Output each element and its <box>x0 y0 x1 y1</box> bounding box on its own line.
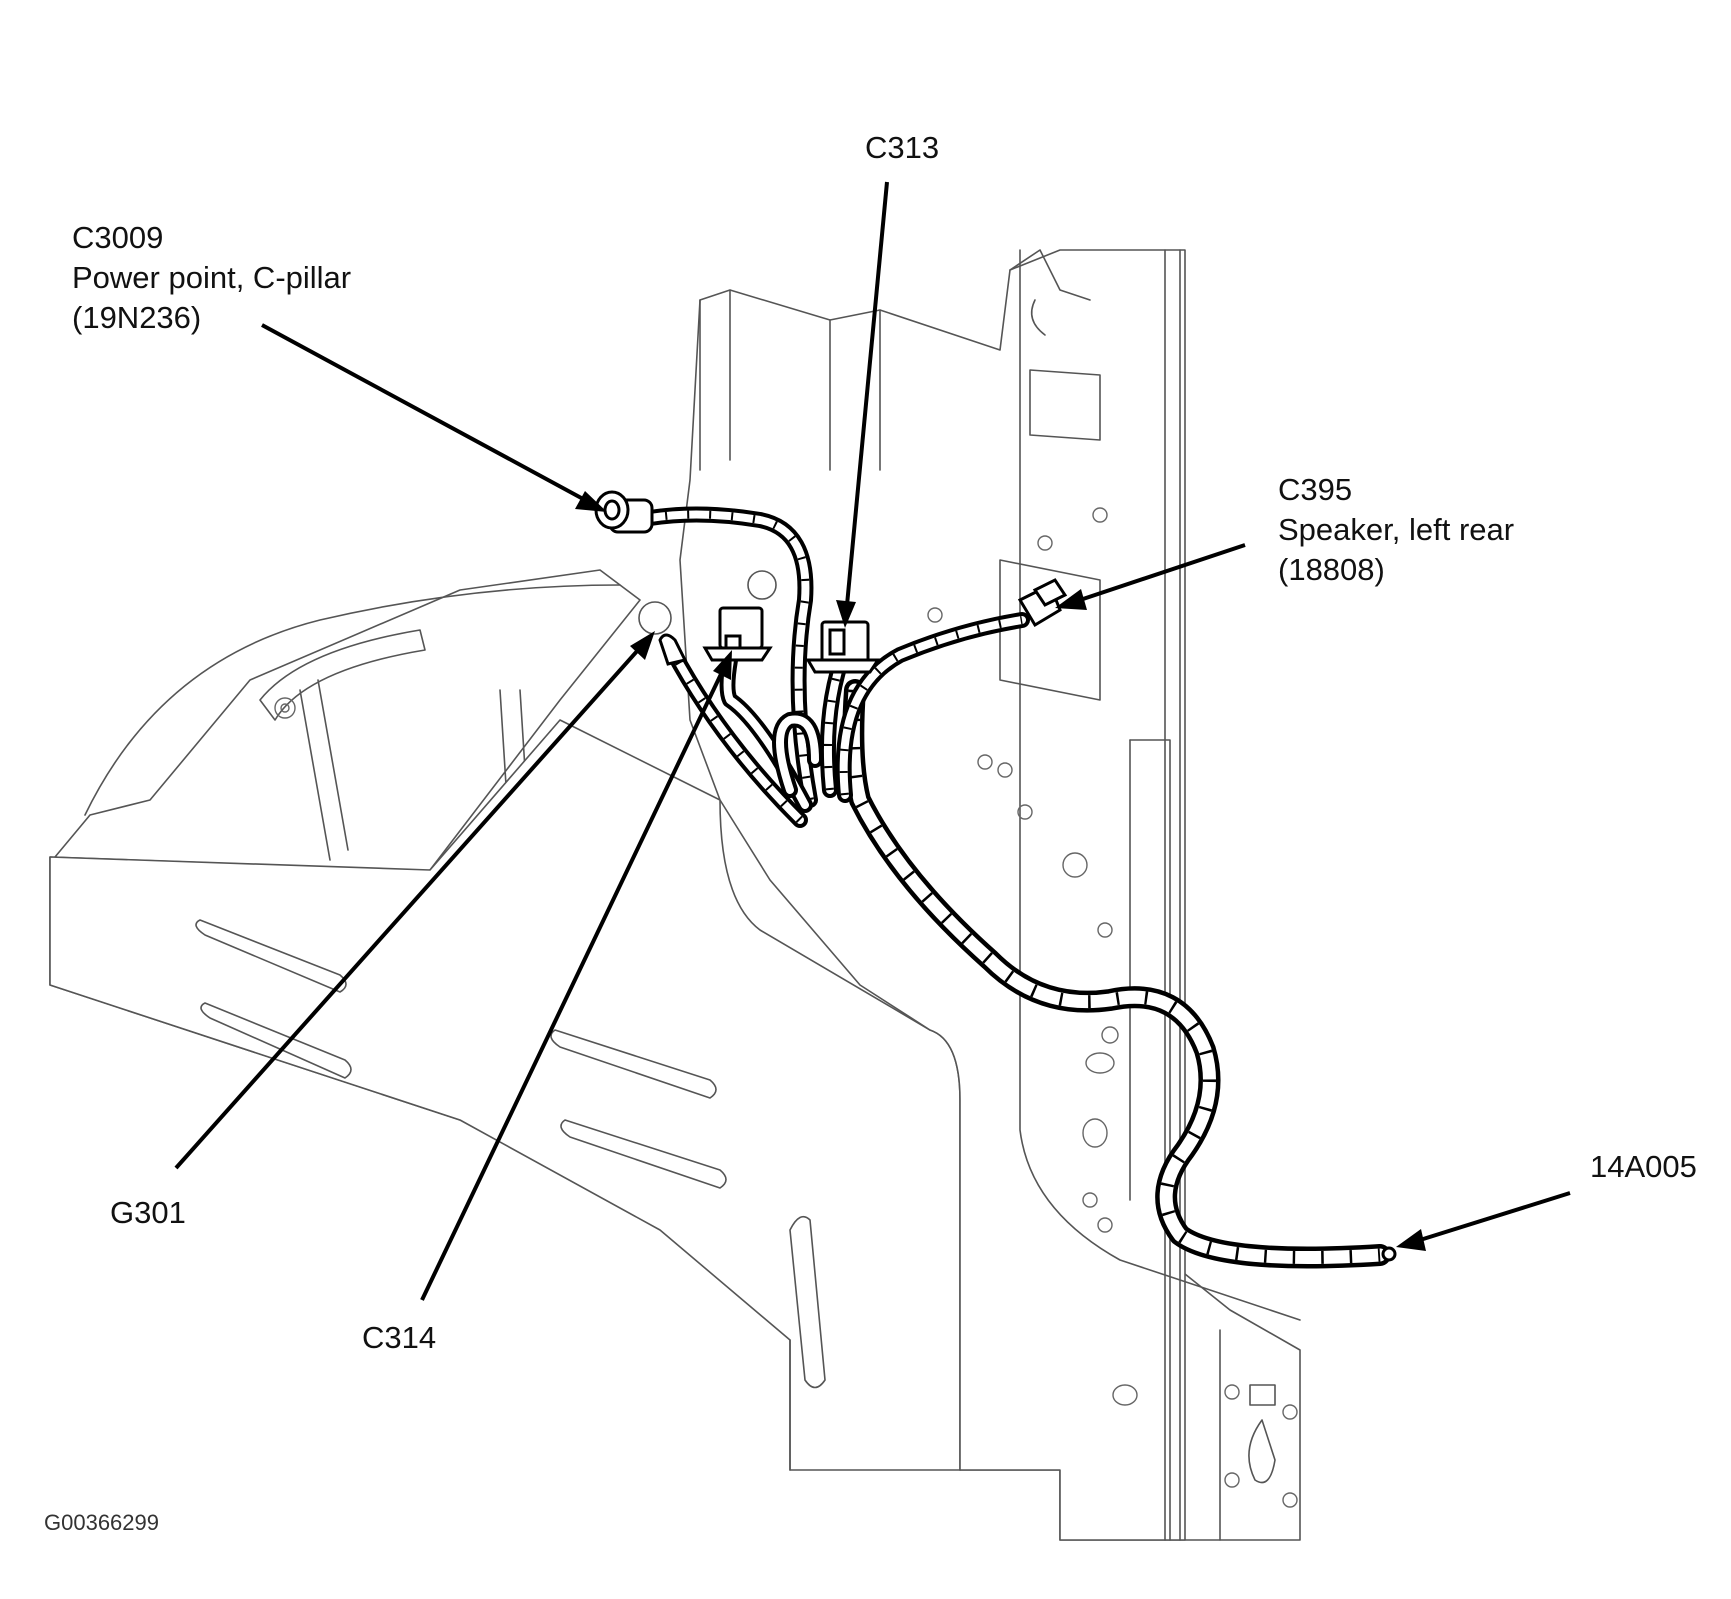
leader-lines <box>174 181 1571 1301</box>
arrowhead-c3009 <box>575 491 607 512</box>
arrowhead-c395 <box>1055 589 1087 610</box>
label-c313: C313 <box>865 130 940 165</box>
label-14a005: 14A005 <box>1590 1149 1697 1184</box>
arrowhead-g301 <box>630 631 655 660</box>
label-c3009-part: (19N236) <box>72 300 202 335</box>
arrowhead-c314 <box>713 650 732 680</box>
power-point-socket-icon <box>594 490 654 534</box>
label-c395-part: (18808) <box>1278 552 1385 587</box>
leader-14a005 <box>1419 1191 1571 1242</box>
leader-c395 <box>1079 543 1246 602</box>
label-c314: C314 <box>362 1320 437 1355</box>
label-c3009: C3009 Power point, C-pillar (19N236) <box>72 218 351 338</box>
electrical-connector-icon <box>702 606 773 662</box>
main-harness <box>842 679 1397 1269</box>
label-c3009-desc: Power point, C-pillar <box>72 260 352 295</box>
electrical-connector-icon <box>1017 578 1068 628</box>
leader-c314 <box>420 671 724 1301</box>
arrowhead-14a005 <box>1396 1229 1426 1251</box>
label-g301: G301 <box>110 1195 186 1230</box>
label-c3009-id: C3009 <box>72 220 164 255</box>
label-c395-desc: Speaker, left rear <box>1278 512 1515 547</box>
figure-id: G00366299 <box>44 1510 159 1535</box>
panel-holes <box>638 570 777 635</box>
arrowhead-c313 <box>836 600 856 628</box>
leader-c313 <box>845 181 889 606</box>
ground-stud-icon <box>658 633 688 666</box>
c314-g301-branches <box>664 642 823 828</box>
speaker-branch <box>835 612 1030 803</box>
leader-g301 <box>174 648 640 1170</box>
label-c395-id: C395 <box>1278 472 1353 507</box>
leader-c3009 <box>261 323 586 502</box>
electrical-connector-icon <box>805 620 881 674</box>
label-c395: C395 Speaker, left rear (18808) <box>1278 470 1514 590</box>
